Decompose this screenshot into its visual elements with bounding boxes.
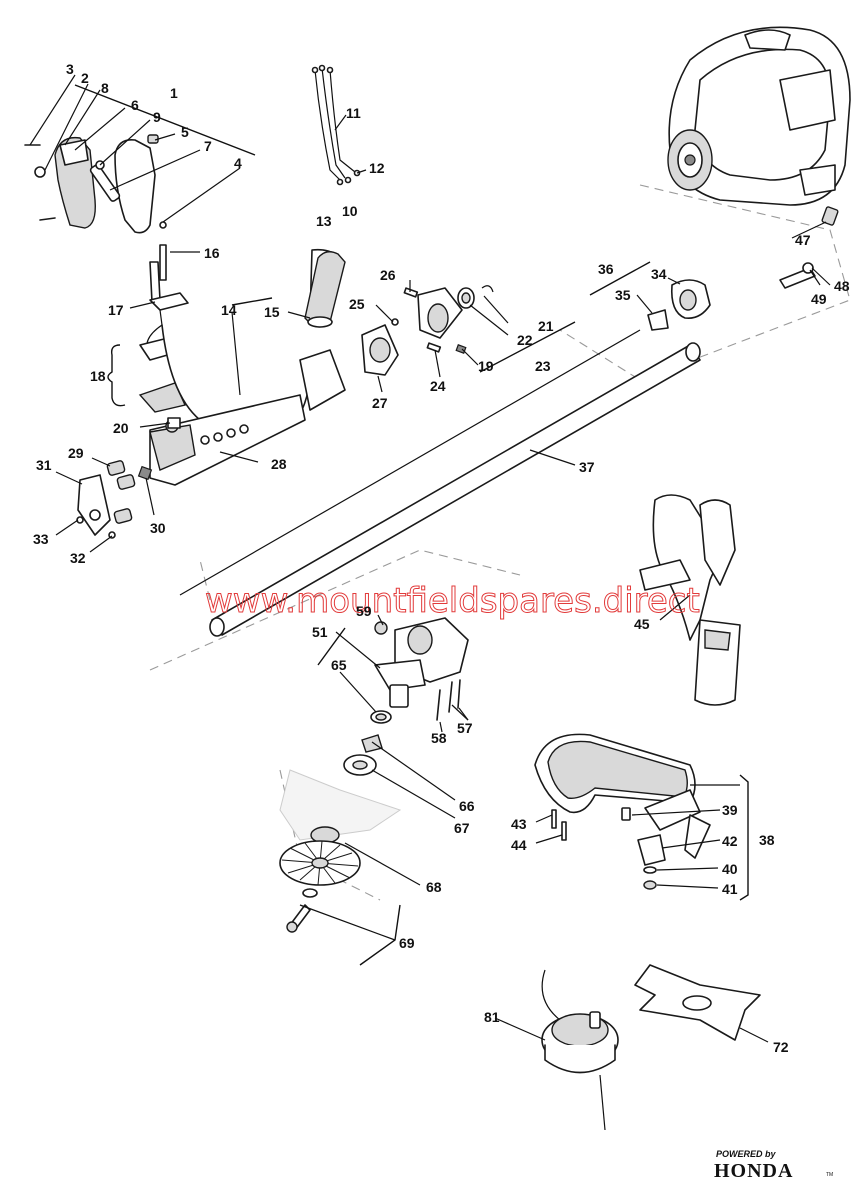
drive-shaft-and-tube xyxy=(179,279,711,637)
part-number-39: 39 xyxy=(722,802,738,818)
part-number-48: 48 xyxy=(834,278,850,294)
front-grip xyxy=(304,251,346,328)
part-number-19: 19 xyxy=(478,358,494,374)
watermark-text: www.mountfieldspares.direct xyxy=(205,581,700,621)
part-number-67: 67 xyxy=(454,820,470,836)
part-number-10: 10 xyxy=(342,203,358,219)
assembly-guide-lines xyxy=(149,184,851,901)
part-number-13: 13 xyxy=(316,213,332,229)
part-number-65: 65 xyxy=(331,657,347,673)
blade-guard xyxy=(534,733,711,890)
clutch-housing-parts xyxy=(167,285,494,429)
part-number-44: 44 xyxy=(511,837,527,853)
part-number-11: 11 xyxy=(346,105,361,121)
part-number-43: 43 xyxy=(511,816,527,832)
mounting-screws xyxy=(779,206,839,289)
part-number-16: 16 xyxy=(204,245,220,261)
trimmer-head xyxy=(541,969,619,1131)
throttle-handle-assembly xyxy=(24,134,167,234)
part-number-51: 51 xyxy=(312,624,328,640)
part-number-35: 35 xyxy=(615,287,631,303)
part-number-34: 34 xyxy=(651,266,667,282)
part-number-40: 40 xyxy=(722,861,738,877)
part-number-58: 58 xyxy=(431,730,447,746)
metal-blade xyxy=(634,964,761,1041)
part-number-30: 30 xyxy=(150,520,166,536)
part-number-6: 6 xyxy=(131,97,139,113)
engine-illustration xyxy=(667,26,851,206)
part-number-18: 18 xyxy=(90,368,106,384)
clamp-bracket-parts xyxy=(76,460,153,539)
part-number-17: 17 xyxy=(108,302,124,318)
brand-name: HONDA xyxy=(714,1160,793,1182)
part-number-5: 5 xyxy=(181,124,189,140)
brand-tm: TM xyxy=(826,1172,833,1178)
shoulder-harness xyxy=(639,494,741,706)
part-number-49: 49 xyxy=(811,291,827,307)
part-number-33: 33 xyxy=(33,531,49,547)
part-number-7: 7 xyxy=(204,138,212,154)
leader-lines xyxy=(29,74,831,1043)
part-number-68: 68 xyxy=(426,879,442,895)
part-number-47: 47 xyxy=(795,232,811,248)
part-number-22: 22 xyxy=(517,332,533,348)
blade-stack xyxy=(279,734,402,933)
loop-handle-assembly xyxy=(138,244,346,486)
part-number-24: 24 xyxy=(430,378,446,394)
part-number-1: 1 xyxy=(170,85,178,101)
part-number-26: 26 xyxy=(380,267,396,283)
part-number-labels: 3 2 8 1 6 9 5 7 4 11 12 13 10 16 17 14 1… xyxy=(33,61,850,1055)
part-number-8: 8 xyxy=(101,80,109,96)
part-number-2: 2 xyxy=(81,70,89,86)
part-number-57: 57 xyxy=(457,720,473,736)
part-number-42: 42 xyxy=(722,833,738,849)
part-number-9: 9 xyxy=(153,109,161,125)
part-number-29: 29 xyxy=(68,445,84,461)
part-number-41: 41 xyxy=(722,881,738,897)
part-number-3: 3 xyxy=(66,61,74,77)
part-number-81: 81 xyxy=(484,1009,500,1025)
part-number-66: 66 xyxy=(459,798,475,814)
part-number-21: 21 xyxy=(538,318,554,334)
part-number-25: 25 xyxy=(349,296,365,312)
part-number-23: 23 xyxy=(535,358,551,374)
part-number-27: 27 xyxy=(372,395,388,411)
part-number-32: 32 xyxy=(70,550,86,566)
part-number-28: 28 xyxy=(271,456,287,472)
part-number-15: 15 xyxy=(264,304,280,320)
part-number-20: 20 xyxy=(113,420,129,436)
part-number-72: 72 xyxy=(773,1039,789,1055)
part-number-45: 45 xyxy=(634,616,650,632)
part-number-36: 36 xyxy=(598,261,614,277)
brand-tagline: POWERED by xyxy=(716,1149,777,1159)
part-number-69: 69 xyxy=(399,935,415,951)
part-number-38: 38 xyxy=(759,832,775,848)
part-number-4: 4 xyxy=(234,155,242,171)
part-number-37: 37 xyxy=(579,459,595,475)
part-number-12: 12 xyxy=(369,160,385,176)
part-number-59: 59 xyxy=(356,603,372,619)
part-number-31: 31 xyxy=(36,457,52,473)
gearbox-head xyxy=(370,617,469,724)
wiring-harness xyxy=(311,64,361,186)
honda-logo: POWERED by HONDA TM xyxy=(714,1149,833,1182)
part-number-14: 14 xyxy=(221,302,237,318)
